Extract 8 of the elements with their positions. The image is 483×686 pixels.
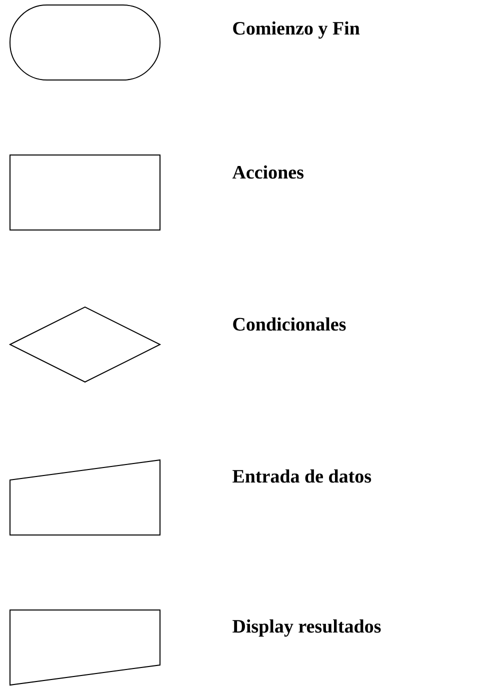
- terminal-shape: [10, 4, 160, 80]
- process-box: [10, 154, 160, 230]
- shape-label: Condicionales: [233, 317, 346, 331]
- shape-label: Comienzo y Fin: [233, 21, 360, 39]
- shape-label: Display resultados: [232, 619, 381, 637]
- shape-label: Acciones: [232, 165, 304, 179]
- shape-label: Entrada de datos: [232, 469, 372, 483]
- input-shape: [10, 459, 160, 536]
